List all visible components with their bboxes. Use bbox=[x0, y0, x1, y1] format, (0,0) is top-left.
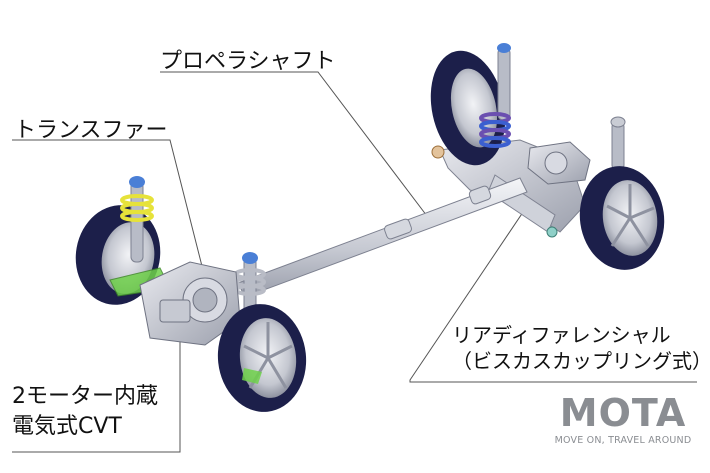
rear-left-damper bbox=[497, 43, 511, 121]
rear-diff-leader bbox=[409, 174, 697, 383]
ecvt-label-line1: 2モーター内蔵 bbox=[12, 384, 158, 409]
cvt-leader bbox=[12, 320, 181, 453]
transfer-label: トランスファー bbox=[14, 118, 168, 143]
brand-logo: MOTA bbox=[559, 391, 687, 435]
rear-bushing-left bbox=[431, 145, 445, 159]
transfer-and-ecvt-unit bbox=[139, 261, 241, 346]
rear-axle-assembly bbox=[430, 43, 665, 270]
front-right-wheel bbox=[217, 304, 307, 412]
brand-watermark: MOTA MOVE ON, TRAVEL AROUND bbox=[553, 393, 693, 446]
leader-lines bbox=[12, 71, 697, 453]
rear-right-wheel bbox=[579, 166, 665, 270]
rear-differential-label-line2: （ビスカスカップリング式） bbox=[452, 349, 710, 373]
rear-differential-label-line1: リアディファレンシャル bbox=[452, 323, 671, 347]
rear-differential-label: リアディファレンシャル （ビスカスカップリング式） bbox=[452, 322, 710, 374]
propeller-shaft-label: プロペラシャフト bbox=[160, 49, 336, 74]
ecvt-label-line2: 電気式CVT bbox=[12, 414, 122, 439]
ecvt-label: 2モーター内蔵 電気式CVT bbox=[12, 382, 158, 442]
rear-coil-spring bbox=[479, 112, 511, 148]
rear-bushing-right bbox=[546, 226, 558, 238]
rear-right-damper bbox=[610, 116, 626, 171]
transfer-leader bbox=[12, 139, 206, 279]
brand-tagline: MOVE ON, TRAVEL AROUND bbox=[554, 435, 692, 446]
front-left-strut bbox=[120, 176, 154, 263]
propshaft-leader bbox=[160, 71, 431, 221]
rear-differential bbox=[527, 141, 591, 185]
propeller-shaft bbox=[237, 177, 528, 298]
front-axle-assembly bbox=[75, 176, 307, 412]
